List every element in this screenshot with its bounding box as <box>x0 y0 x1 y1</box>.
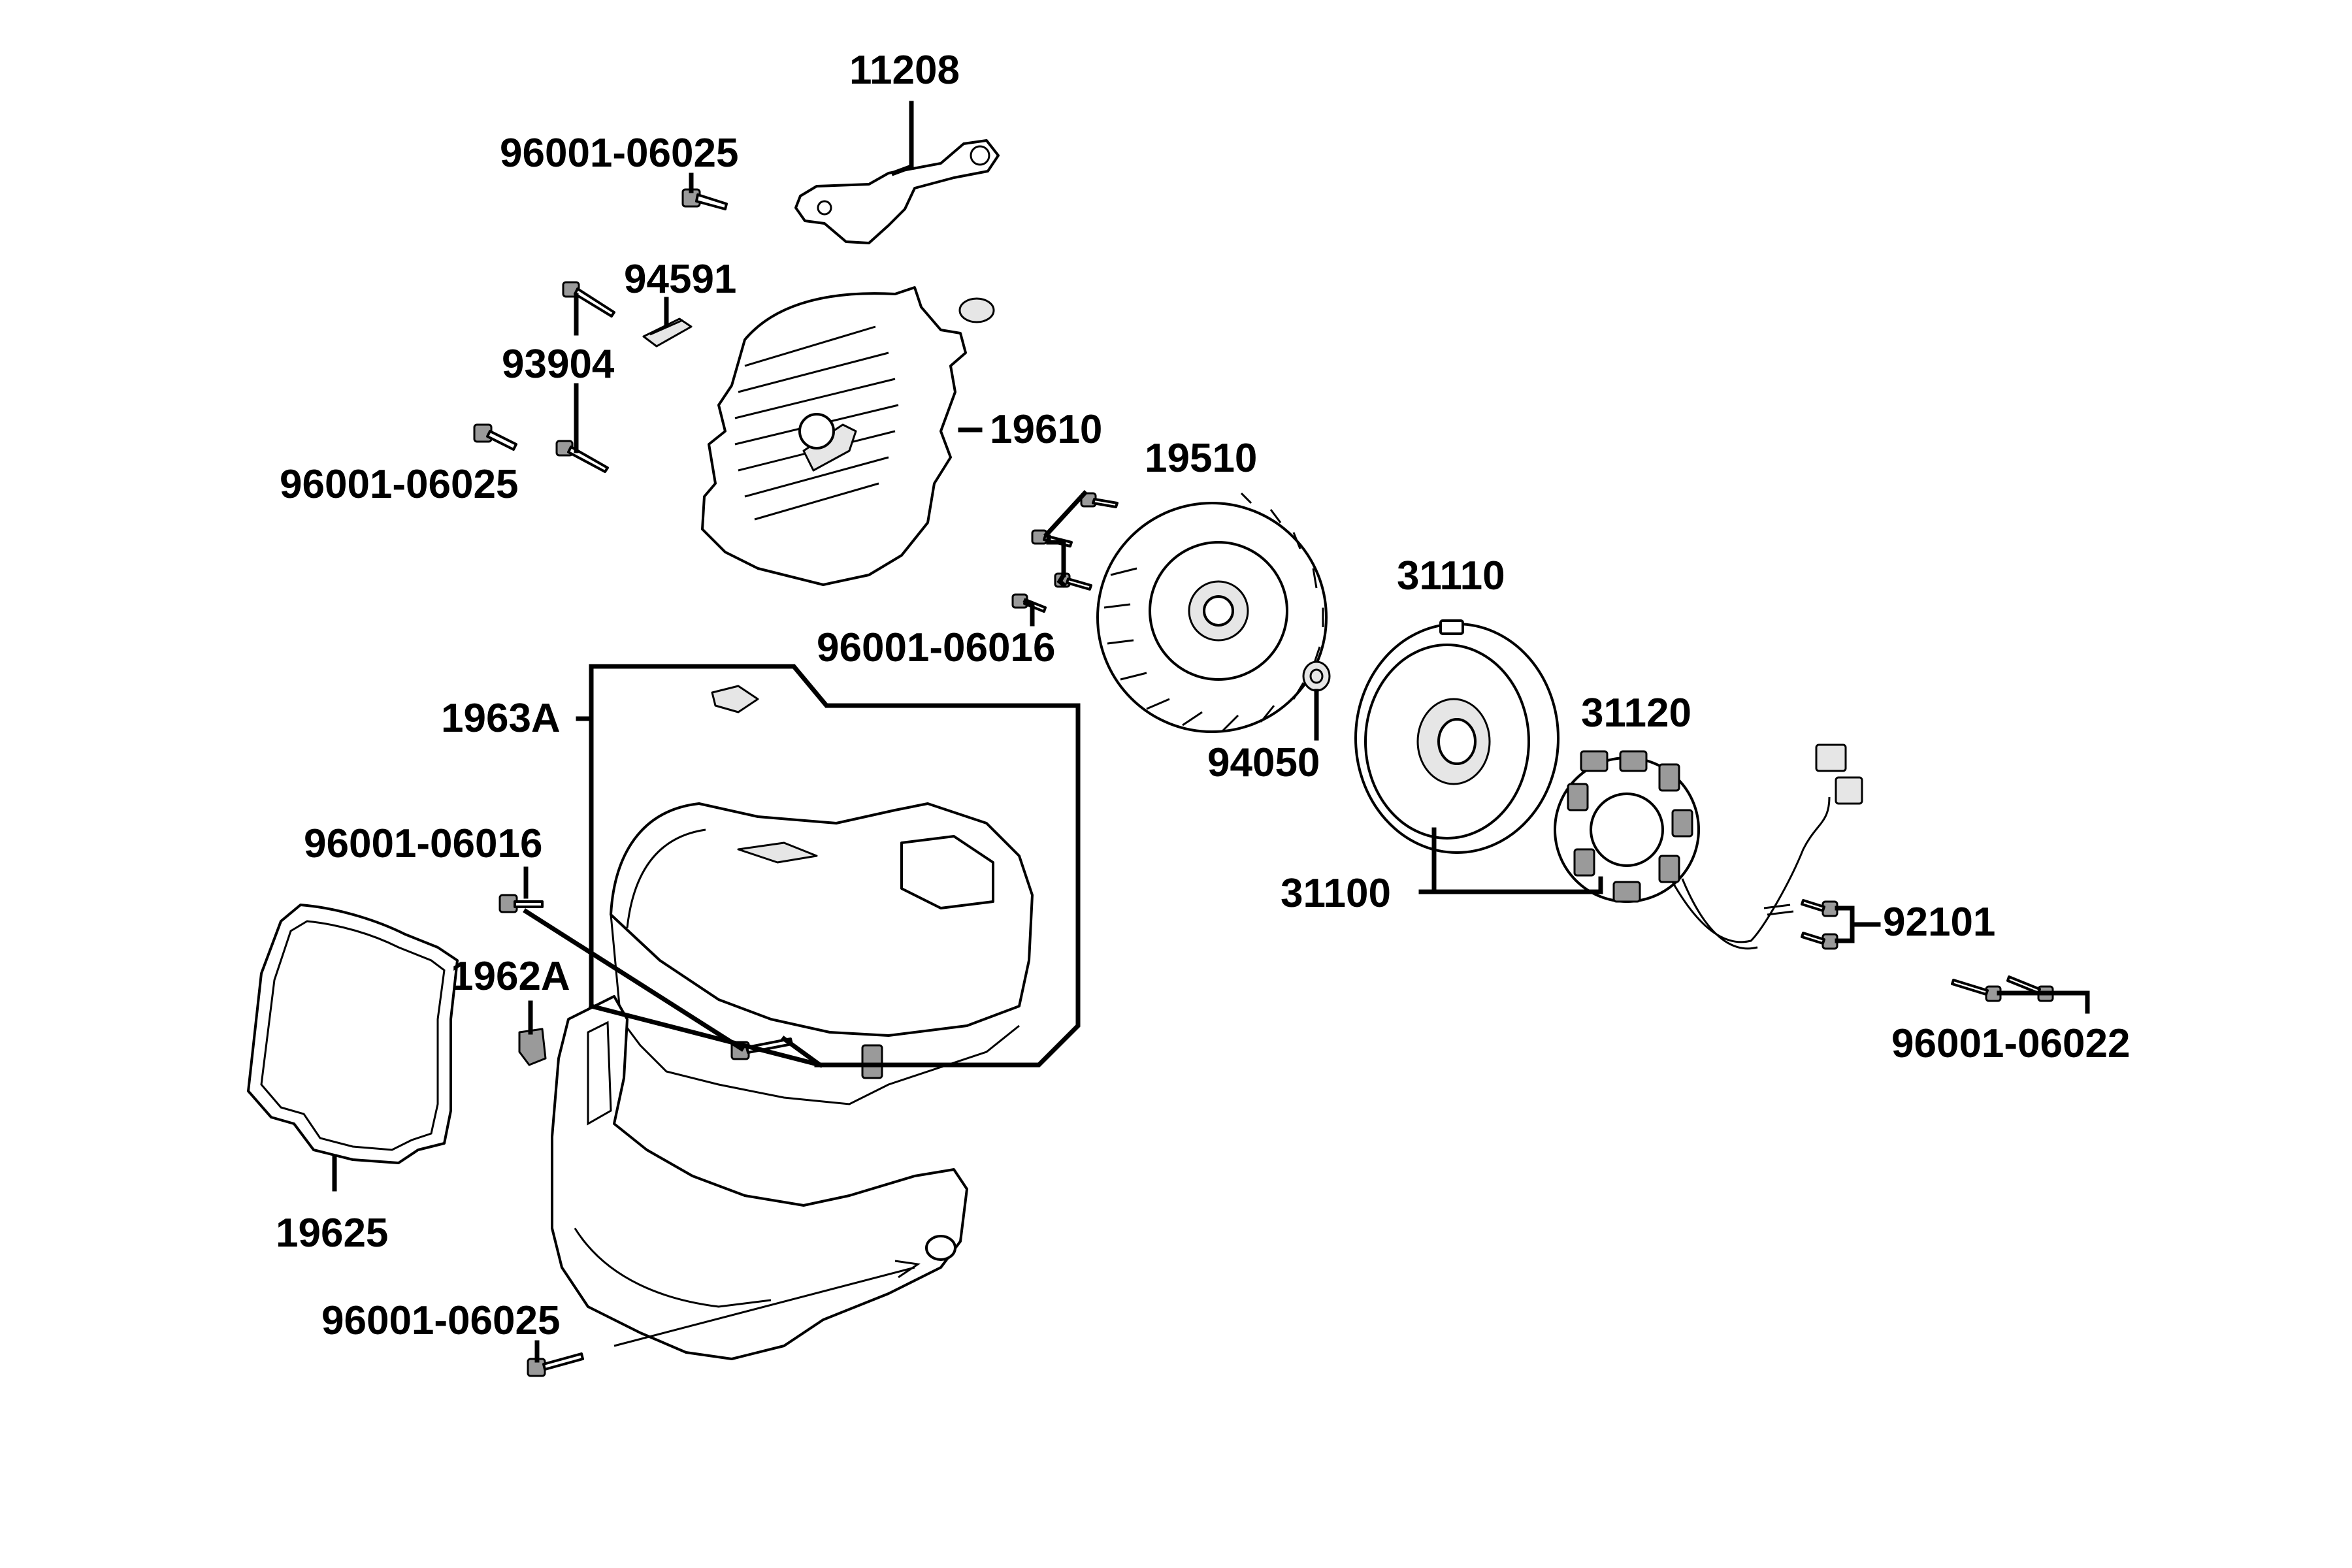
callout-93904: 93904 <box>502 342 615 387</box>
callout-96001-06022: 96001-06022 <box>1891 1021 2130 1066</box>
gasket-19625-drawing <box>247 904 459 1164</box>
callout-19510: 19510 <box>1145 436 1257 481</box>
screws-92101-drawing <box>1801 899 1838 950</box>
fan-cover-19610-drawing <box>701 286 995 586</box>
callout-96001-06016-left: 96001-06016 <box>304 821 542 866</box>
callout-31120: 31120 <box>1581 691 1691 736</box>
bolt-96001-06025-left-drawing <box>473 423 517 451</box>
shroud-1963a-drawing <box>610 685 1034 1105</box>
callout-31100: 31100 <box>1281 871 1391 916</box>
lower-shroud-drawing <box>551 995 968 1360</box>
leader-lines <box>332 101 2090 1363</box>
clip-1962a-drawing <box>518 1028 547 1066</box>
callout-94591: 94591 <box>624 257 736 302</box>
callout-96001-06016-mid: 96001-06016 <box>817 625 1055 670</box>
callout-31110: 31110 <box>1397 553 1505 598</box>
callout-19610: 19610 <box>990 407 1102 452</box>
callout-96001-06025-left: 96001-06025 <box>280 462 518 507</box>
bolts-96001-06022-drawing <box>1951 975 2054 1002</box>
flywheel-fan-19510-drawing <box>1096 492 1328 733</box>
callout-94050: 94050 <box>1207 740 1320 785</box>
callout-19625: 19625 <box>276 1211 388 1256</box>
callout-1962a: 1962A <box>451 954 570 999</box>
nut-94050-drawing <box>1302 661 1331 692</box>
bracket-11208-drawing <box>794 139 1000 244</box>
stator-31120-drawing <box>1554 743 1863 950</box>
callout-1963a: 1963A <box>441 696 561 741</box>
callout-96001-06025-top: 96001-06025 <box>500 131 738 176</box>
screws-93904-drawing <box>555 281 615 473</box>
callout-11208: 11208 <box>849 48 960 93</box>
rotor-31110-drawing <box>1354 619 1560 854</box>
callout-92101: 92101 <box>1883 900 1995 945</box>
callout-96001-06025-bottom: 96001-06025 <box>321 1298 560 1343</box>
